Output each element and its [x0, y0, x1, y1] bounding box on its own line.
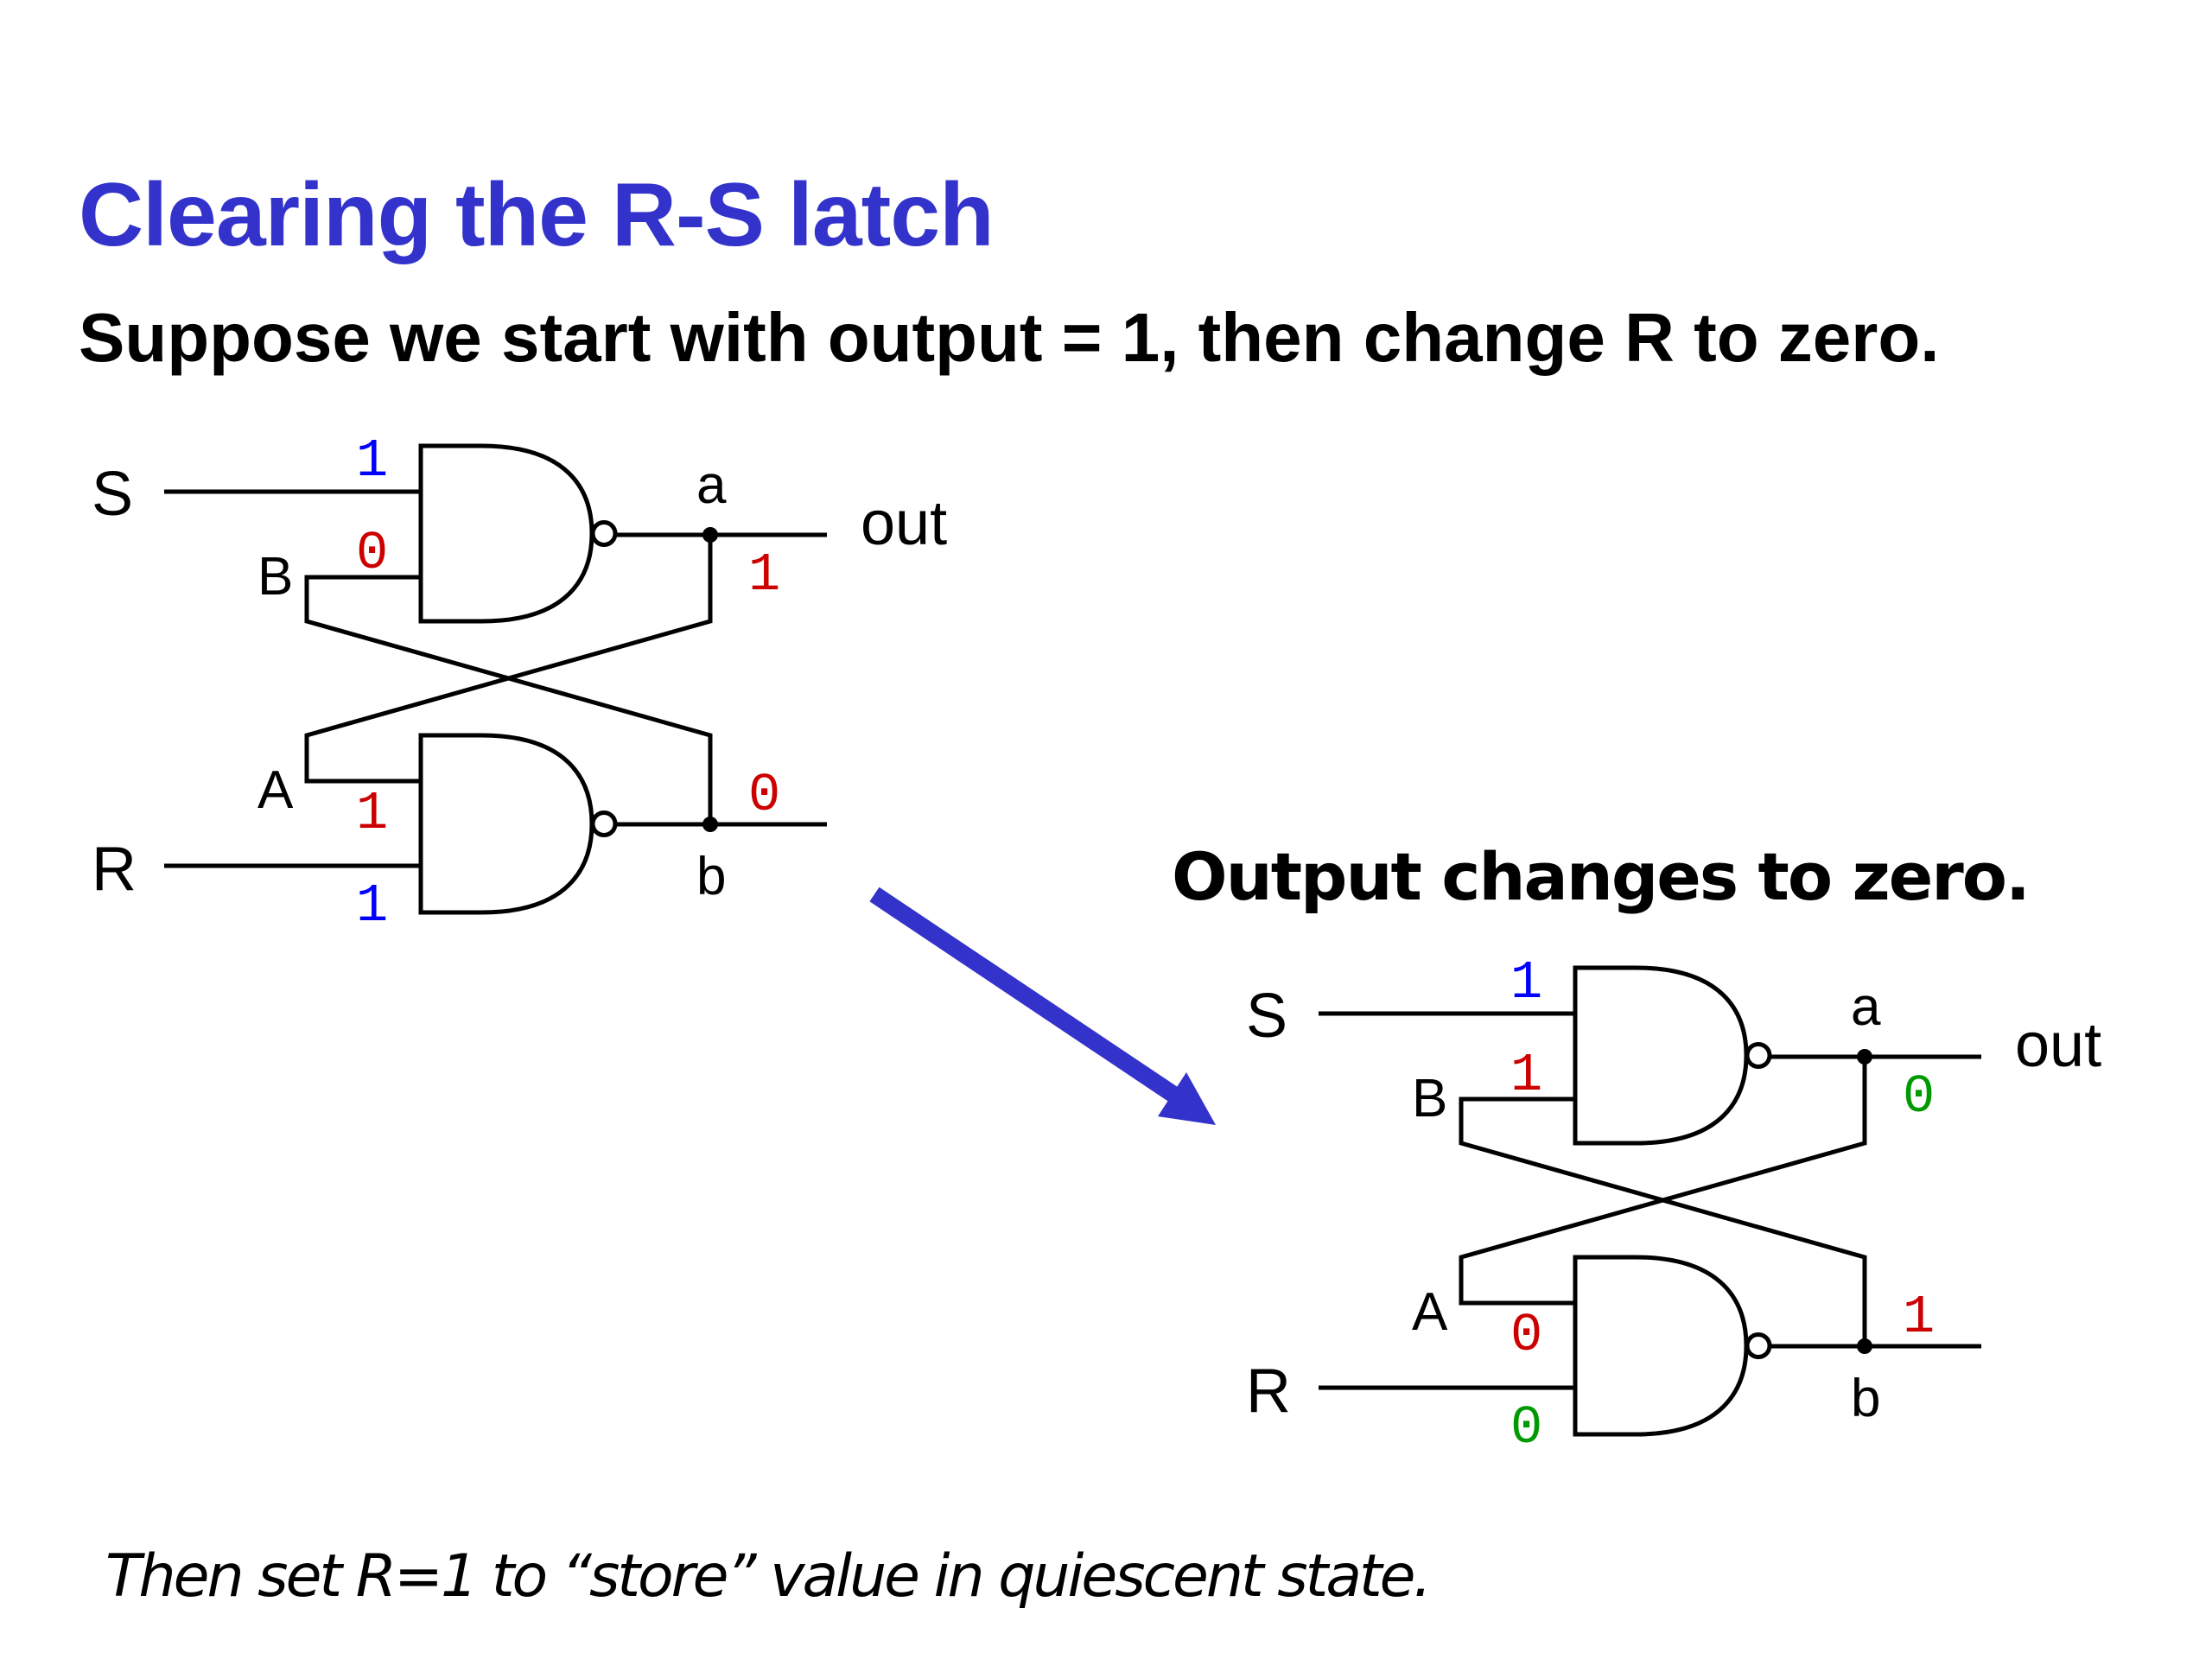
wire-feedback-a — [304, 535, 713, 784]
label-b-input: B — [1412, 1069, 1447, 1128]
junction-a — [702, 527, 718, 543]
label-node-a: a — [1851, 977, 1881, 1037]
nand-gate-bottom-inverter-bubble — [590, 810, 618, 837]
value-a-in: 0 — [1510, 1305, 1542, 1366]
arrow-head — [1158, 1072, 1216, 1125]
label-out: out — [2015, 1011, 2101, 1080]
nand-gate-bottom-body — [1573, 1255, 1749, 1437]
wire-feedback-b — [1459, 1096, 1867, 1346]
slide-subtitle: Suppose we start with output = 1, then c… — [79, 299, 1940, 376]
value-s: 1 — [1510, 952, 1542, 1014]
junction-b — [1857, 1338, 1872, 1354]
nand-gate-top-body — [1573, 965, 1749, 1146]
nand-gate-top-inverter-bubble — [1745, 1042, 1772, 1069]
value-a-in: 1 — [356, 783, 388, 844]
value-r: 0 — [1510, 1397, 1542, 1459]
label-s: S — [92, 460, 133, 529]
label-out: out — [861, 489, 947, 558]
value-b: 1 — [1510, 1045, 1542, 1106]
value-b: 0 — [356, 523, 388, 584]
result-caption: Output changes to zero. — [1172, 838, 2031, 915]
arrow-down-right-icon — [869, 887, 1216, 1125]
label-s: S — [1246, 982, 1287, 1051]
wire-feedback-a — [1459, 1057, 1867, 1306]
nand-gate-bottom-inverter-bubble — [1745, 1332, 1772, 1359]
value-b-out: 1 — [1903, 1287, 1935, 1348]
label-r: R — [92, 835, 137, 904]
footer-note: Then set R=1 to “store” value in quiesce… — [105, 1542, 1432, 1611]
nand-gate-top-body — [418, 443, 594, 624]
latch-diagram-after: S R B Aa b out 1 1 0 1 0 0 — [1246, 952, 2101, 1459]
label-node-b: b — [1851, 1369, 1880, 1428]
label-r: R — [1246, 1357, 1291, 1426]
value-a: 0 — [1903, 1066, 1935, 1128]
value-a: 1 — [748, 544, 780, 606]
slide-title: Clearing the R-S latch — [79, 165, 995, 265]
latch-diagram-before: S R B Aa b out 1 0 1 0 1 1 — [92, 430, 947, 937]
label-b-input: B — [257, 547, 293, 607]
nand-gate-top-inverter-bubble — [590, 520, 618, 547]
label-node-a: a — [696, 455, 727, 515]
junction-a — [1857, 1049, 1872, 1065]
label-a-input: A — [257, 760, 294, 820]
label-node-b: b — [696, 847, 726, 906]
label-a-input: A — [1412, 1282, 1448, 1342]
nand-gate-bottom-body — [418, 733, 594, 915]
junction-b — [702, 817, 718, 832]
value-b-out: 0 — [748, 765, 780, 826]
value-s: 1 — [356, 430, 388, 492]
value-r: 1 — [356, 875, 388, 937]
wire-feedback-b — [304, 575, 713, 824]
